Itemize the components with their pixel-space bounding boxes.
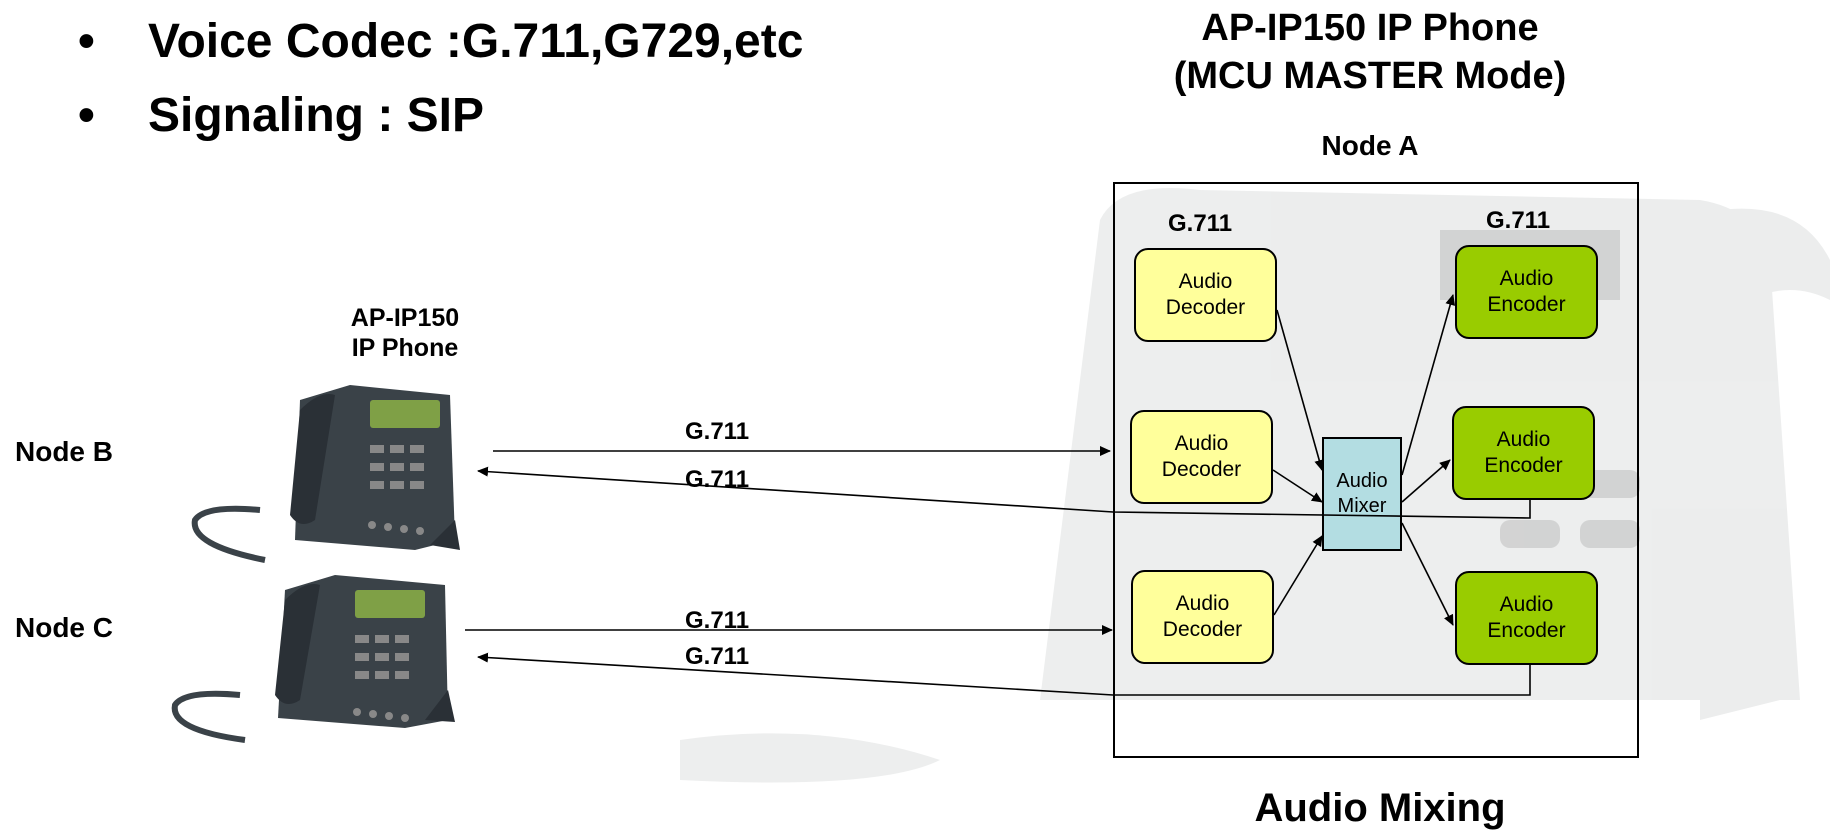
master-title-line1: AP-IP150 IP Phone xyxy=(1201,7,1539,49)
decoder2-to-mixer-arrow xyxy=(1272,469,1323,503)
master-title: AP-IP150 IP Phone (MCU MASTER Mode) xyxy=(1110,4,1630,100)
bullet-voice-codec: • Voice Codec :G.711,G729,etc xyxy=(78,14,803,69)
node-b-downlink-arrow xyxy=(477,466,1531,519)
encoder-label-line2: Encoder xyxy=(1484,454,1563,477)
decoder-label-line1: Audio xyxy=(1175,592,1230,615)
audio-decoder-1: Audio Decoder xyxy=(1134,248,1277,342)
encoder-label-line1: Audio xyxy=(1499,267,1554,290)
encoder-label-line2: Encoder xyxy=(1487,293,1566,316)
encoder-codec-label: G.711 xyxy=(1486,207,1551,234)
node-c-downlink-arrow xyxy=(477,652,1531,696)
node-b-label: Node B xyxy=(15,436,113,467)
node-c-uplink-codec: G.711 xyxy=(685,607,750,634)
bullet-signaling: • Signaling : SIP xyxy=(78,88,484,143)
decoder-label-line2: Decoder xyxy=(1161,458,1242,481)
bullet-text: Voice Codec :G.711,G729,etc xyxy=(148,15,804,68)
encoder-label-line2: Encoder xyxy=(1487,619,1566,642)
audio-encoder-2: Audio Encoder xyxy=(1452,406,1595,500)
remote-phone-label-line2: IP Phone xyxy=(351,334,459,362)
audio-mixing-caption: Audio Mixing xyxy=(1254,786,1506,830)
decoder-label-line2: Decoder xyxy=(1165,296,1246,319)
decoder-label-line2: Decoder xyxy=(1162,618,1243,641)
audio-encoder-3: Audio Encoder xyxy=(1455,571,1598,665)
remote-phone-label-line1: AP-IP150 xyxy=(350,304,460,332)
node-c-phone-icon xyxy=(171,575,455,743)
node-a-label: Node A xyxy=(1321,130,1419,161)
decoder1-to-mixer-arrow xyxy=(1276,309,1325,471)
node-b-uplink-codec: G.711 xyxy=(685,418,750,445)
decoder-label-line1: Audio xyxy=(1178,270,1233,293)
decoder-codec-label: G.711 xyxy=(1168,210,1233,237)
master-title-line2: (MCU MASTER Mode) xyxy=(1173,55,1567,97)
node-b-phone-icon xyxy=(191,385,460,563)
mixer-to-encoder3-arrow xyxy=(1401,522,1454,626)
bullet-text: Signaling : SIP xyxy=(148,89,485,142)
bullet-symbol: • xyxy=(78,89,95,142)
node-a-frame xyxy=(1113,182,1639,758)
mixer-to-encoder2-arrow xyxy=(1401,459,1451,503)
node-c-downlink-codec: G.711 xyxy=(685,643,750,670)
bullet-symbol: • xyxy=(78,15,95,68)
decoder-label-line1: Audio xyxy=(1174,432,1229,455)
encoder-label-line1: Audio xyxy=(1499,593,1554,616)
decoder3-to-mixer-arrow xyxy=(1273,535,1323,616)
audio-mixer: Audio Mixer xyxy=(1322,437,1402,551)
audio-decoder-3: Audio Decoder xyxy=(1131,570,1274,664)
audio-decoder-2: Audio Decoder xyxy=(1130,410,1273,504)
remote-phone-label: AP-IP150 IP Phone xyxy=(330,303,480,363)
encoder-label-line1: Audio xyxy=(1496,428,1551,451)
node-c-label: Node C xyxy=(15,612,113,643)
audio-encoder-1: Audio Encoder xyxy=(1455,245,1598,339)
mixer-label-line1: Audio xyxy=(1336,470,1388,492)
node-b-downlink-codec: G.711 xyxy=(685,466,750,493)
mixer-label-line2: Mixer xyxy=(1337,495,1387,517)
mixer-to-encoder1-arrow xyxy=(1401,294,1456,476)
